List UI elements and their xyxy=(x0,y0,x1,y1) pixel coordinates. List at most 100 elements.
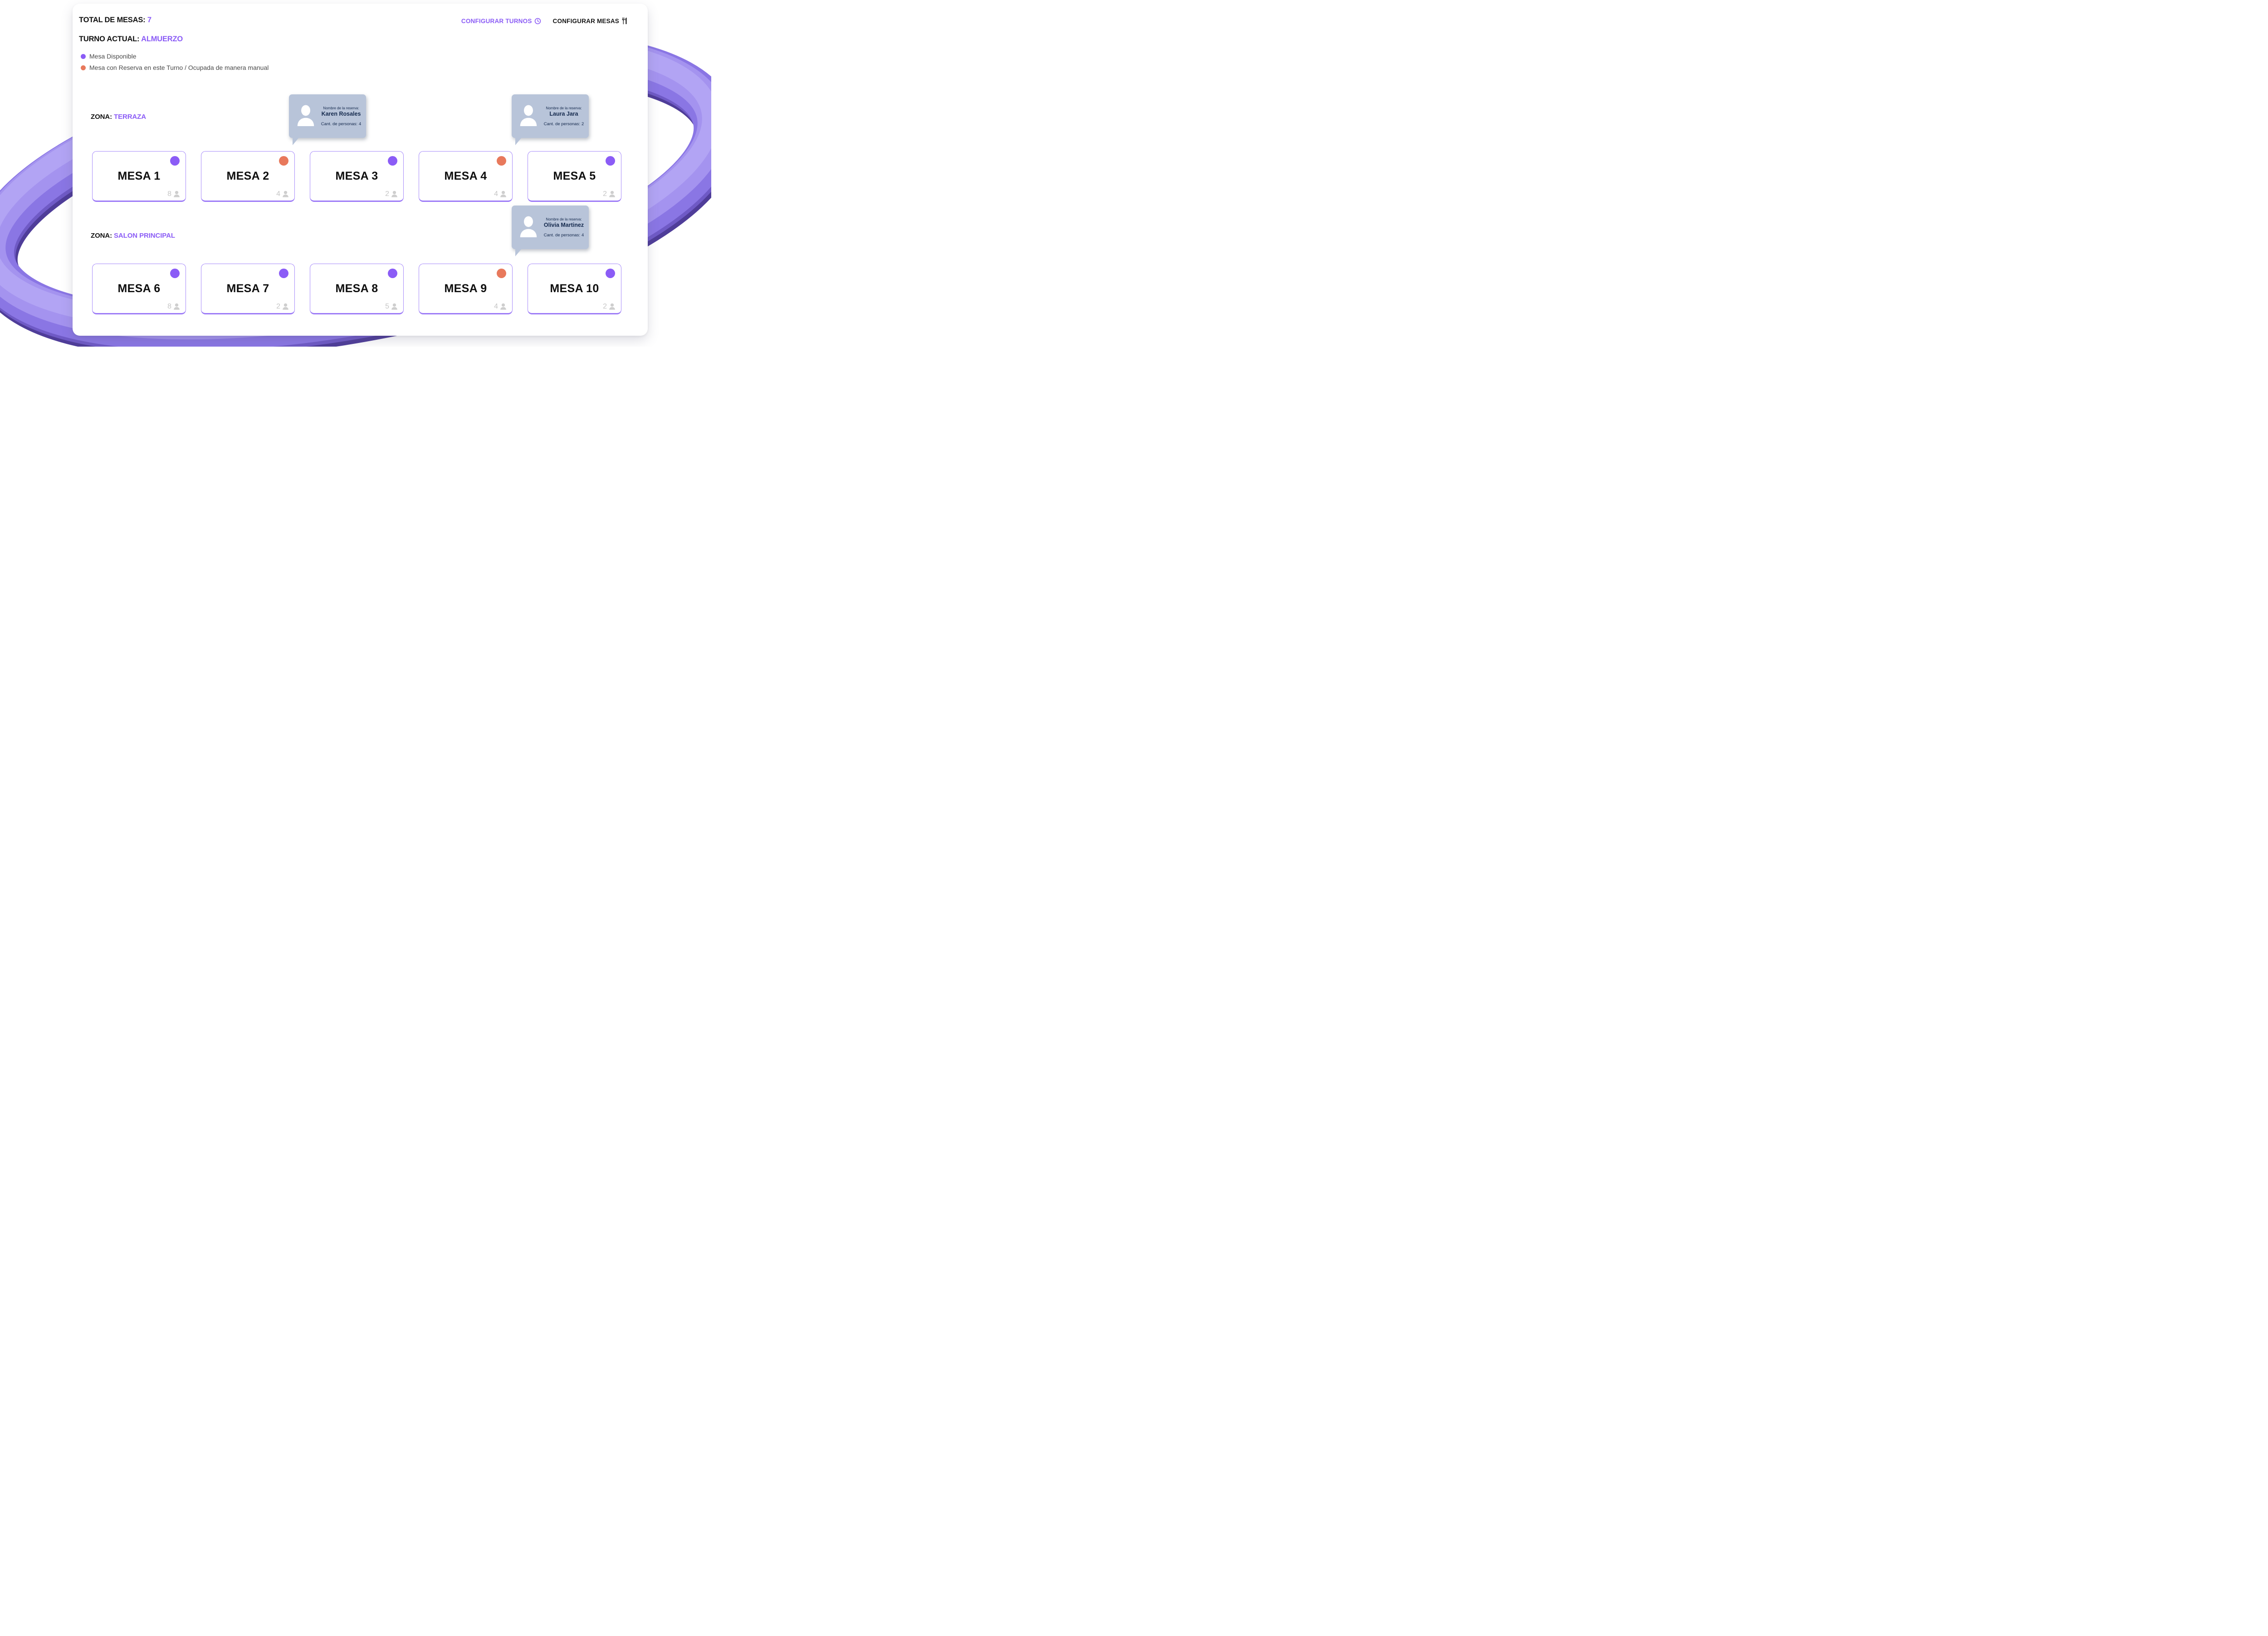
table-capacity: 2 xyxy=(603,190,616,198)
reservation-people-value: 4 xyxy=(581,232,584,238)
status-dot-icon xyxy=(606,269,615,278)
person-icon xyxy=(499,302,508,311)
reservation-name-label: Nombre de la reserva: xyxy=(546,217,582,221)
status-dot-icon xyxy=(170,156,180,166)
reservation-tooltip-mesa-9: Nombre de la reserva: Olivia Martinez Ca… xyxy=(512,206,589,256)
status-dot-icon xyxy=(170,269,180,278)
capacity-value: 4 xyxy=(494,190,498,198)
reservation-people-label: Cant. de personas: xyxy=(321,121,357,127)
reservation-people-value: 4 xyxy=(358,121,362,127)
status-dot-icon xyxy=(388,156,397,166)
table-card-mesa-9[interactable]: MESA 9 4 xyxy=(419,264,513,314)
reservation-info: Nombre de la reserva: Olivia Martinez Ca… xyxy=(543,217,585,238)
configure-shifts-link[interactable]: CONFIGURAR TURNOS xyxy=(461,18,541,24)
capacity-value: 2 xyxy=(603,303,607,310)
person-icon xyxy=(518,103,539,129)
table-capacity: 4 xyxy=(494,190,508,198)
table-card-mesa-4[interactable]: MESA 4 4 xyxy=(419,151,513,202)
reservation-name: Laura Jara xyxy=(549,110,578,117)
person-icon xyxy=(281,190,290,198)
total-tables-value: 7 xyxy=(147,16,152,24)
zone-terraza-tables: MESA 1 8 MESA 2 4 MESA 3 2 xyxy=(92,151,621,202)
reservation-people-line: Cant. de personas: 2 xyxy=(544,122,584,127)
header-actions: CONFIGURAR TURNOS CONFIGURAR MESAS xyxy=(461,17,628,24)
table-name: MESA 3 xyxy=(335,169,378,182)
table-card-mesa-2[interactable]: MESA 2 4 xyxy=(201,151,295,202)
table-name: MESA 5 xyxy=(553,169,596,182)
table-capacity: 2 xyxy=(385,190,399,198)
zone-label-terraza: ZONA:TERRAZA xyxy=(91,113,146,121)
reservation-name: Olivia Martinez xyxy=(543,221,584,228)
current-shift-line: TURNO ACTUAL: ALMUERZO xyxy=(79,35,183,44)
reservation-people-label: Cant. de personas: xyxy=(543,232,580,238)
status-dot-icon xyxy=(497,269,506,278)
legend-available-label: Mesa Disponible xyxy=(89,53,137,60)
table-capacity: 8 xyxy=(167,190,181,198)
zone-label-salon-principal: ZONA:SALON PRINCIPAL xyxy=(91,232,175,240)
utensils-icon xyxy=(621,17,628,24)
person-icon xyxy=(499,190,508,198)
total-tables-label: TOTAL DE MESAS: xyxy=(79,16,146,24)
reservation-tooltip-mesa-2: Nombre de la reserva: Karen Rosales Cant… xyxy=(289,94,366,145)
status-dot-icon xyxy=(606,156,615,166)
capacity-value: 4 xyxy=(276,190,280,198)
table-capacity: 8 xyxy=(167,302,181,311)
configure-shifts-label: CONFIGURAR TURNOS xyxy=(461,17,532,24)
table-card-mesa-1[interactable]: MESA 1 8 xyxy=(92,151,186,202)
capacity-value: 2 xyxy=(385,190,389,198)
capacity-value: 2 xyxy=(276,303,280,310)
reservation-people-line: Cant. de personas: 4 xyxy=(544,233,584,238)
legend-item-available: Mesa Disponible xyxy=(81,53,269,60)
table-capacity: 2 xyxy=(276,302,290,311)
person-icon xyxy=(281,302,290,311)
configure-tables-link[interactable]: CONFIGURAR MESAS xyxy=(553,17,628,24)
table-card-mesa-6[interactable]: MESA 6 8 xyxy=(92,264,186,314)
table-capacity: 2 xyxy=(603,302,616,311)
capacity-value: 4 xyxy=(494,303,498,310)
table-card-mesa-8[interactable]: MESA 8 5 xyxy=(310,264,404,314)
person-icon xyxy=(608,190,616,198)
table-name: MESA 8 xyxy=(335,282,378,295)
table-name: MESA 4 xyxy=(444,169,487,182)
reservation-tooltip-mesa-4: Nombre de la reserva: Laura Jara Cant. d… xyxy=(512,94,589,145)
total-tables-line: TOTAL DE MESAS: 7 xyxy=(79,16,152,24)
person-icon xyxy=(390,190,399,198)
status-dot-icon xyxy=(497,156,506,166)
current-shift-value: ALMUERZO xyxy=(141,35,183,43)
reservation-name-label: Nombre de la reserva: xyxy=(323,106,359,110)
table-name: MESA 2 xyxy=(226,169,269,182)
configure-tables-label: CONFIGURAR MESAS xyxy=(552,17,619,24)
table-card-mesa-5[interactable]: MESA 5 2 xyxy=(528,151,621,202)
reservation-info: Nombre de la reserva: Karen Rosales Cant… xyxy=(320,106,362,127)
person-icon xyxy=(172,190,181,198)
table-capacity: 4 xyxy=(494,302,508,311)
reservation-info: Nombre de la reserva: Laura Jara Cant. d… xyxy=(543,106,585,127)
person-icon xyxy=(518,215,539,240)
capacity-value: 2 xyxy=(603,190,607,198)
table-name: MESA 6 xyxy=(117,282,161,295)
table-card-mesa-3[interactable]: MESA 3 2 xyxy=(310,151,404,202)
reservation-people-value: 2 xyxy=(581,121,584,127)
table-capacity: 4 xyxy=(276,190,290,198)
reserved-dot-icon xyxy=(81,65,86,70)
zone-prefix: ZONA: xyxy=(91,113,112,121)
table-card-mesa-10[interactable]: MESA 10 2 xyxy=(528,264,621,314)
table-name: MESA 10 xyxy=(550,282,599,295)
zone-name: TERRAZA xyxy=(114,113,146,121)
legend-reserved-label: Mesa con Reserva en este Turno / Ocupada… xyxy=(89,64,269,71)
person-icon xyxy=(172,302,181,311)
reservation-name-label: Nombre de la reserva: xyxy=(546,106,582,110)
reservation-name: Karen Rosales xyxy=(321,110,361,117)
zone-prefix: ZONA: xyxy=(91,232,112,240)
person-icon xyxy=(390,302,399,311)
table-card-mesa-7[interactable]: MESA 7 2 xyxy=(201,264,295,314)
person-icon xyxy=(295,103,316,129)
legend-item-reserved: Mesa con Reserva en este Turno / Ocupada… xyxy=(81,64,269,71)
capacity-value: 8 xyxy=(167,303,171,310)
clock-icon xyxy=(534,18,541,24)
table-capacity: 5 xyxy=(385,302,399,311)
status-dot-icon xyxy=(388,269,397,278)
table-name: MESA 1 xyxy=(117,169,161,182)
status-dot-icon xyxy=(279,156,288,166)
status-dot-icon xyxy=(279,269,288,278)
